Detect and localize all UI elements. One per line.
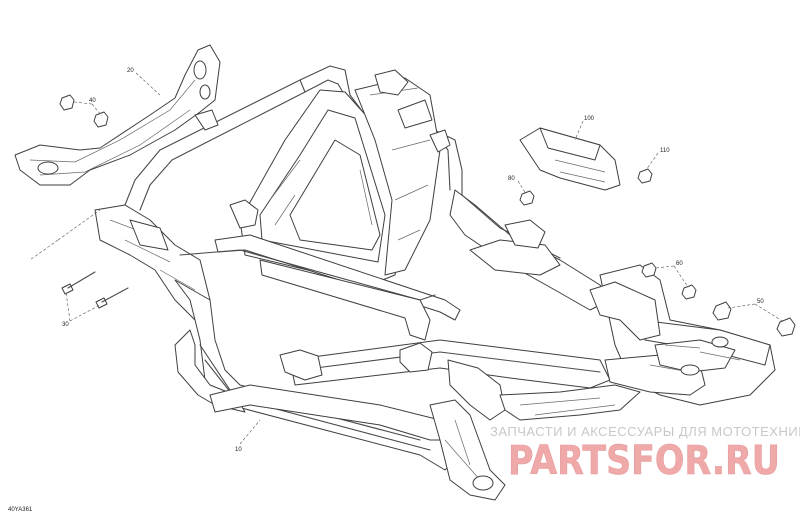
callout-labels: 20 40 100 110 80 60 50 30 10 — [62, 68, 764, 453]
part-20-front-bracket — [14, 44, 221, 186]
callout-110: 110 — [660, 148, 670, 154]
watermark-text: ЗАПЧАСТИ И АКСЕССУАРЫ ДЛЯ МОТОТЕХНИКИ — [490, 424, 800, 439]
watermark: ЗАПЧАСТИ И АКСЕССУАРЫ ДЛЯ МОТОТЕХНИКИ PA… — [490, 424, 800, 484]
callout-100: 100 — [584, 116, 595, 122]
callout-60: 60 — [676, 261, 683, 267]
fasteners — [59, 94, 796, 337]
callout-50: 50 — [757, 299, 764, 305]
leader-lines — [29, 72, 785, 445]
callout-10: 10 — [235, 447, 242, 453]
callout-40: 40 — [89, 98, 96, 104]
drawing-code: 40YA361 — [8, 507, 33, 513]
part-100-rear-cover — [519, 127, 621, 191]
callout-20: 20 — [127, 68, 134, 74]
callout-30: 30 — [62, 322, 69, 328]
watermark-logo: PARTSFOR.RU — [508, 438, 780, 484]
callout-80: 80 — [508, 176, 515, 182]
main-frame-assembly — [94, 65, 776, 501]
